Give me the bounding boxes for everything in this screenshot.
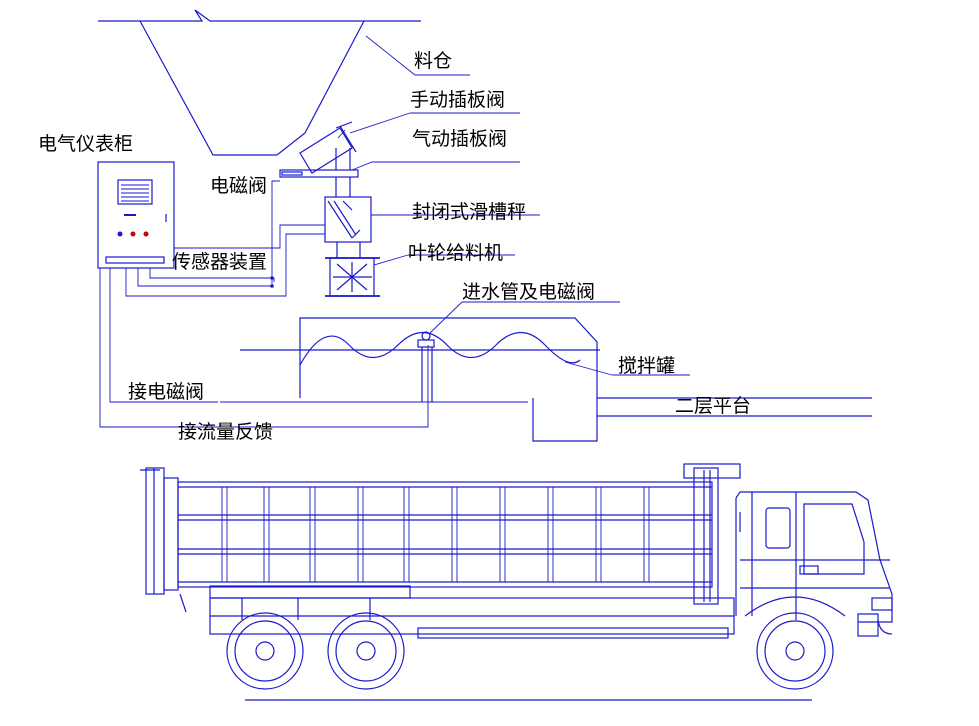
- signal-wires: [99, 180, 528, 428]
- label-electric-cabinet: 电气仪表柜: [38, 133, 133, 155]
- label-sensor: 传感器装置: [172, 251, 267, 273]
- second-floor-platform: [597, 397, 872, 417]
- label-manual-gate: 手动插板阀: [410, 89, 505, 111]
- label-chute-scale: 封闭式滑槽秤: [412, 201, 526, 223]
- label-leaders: [408, 74, 690, 376]
- closed-chute-scale: [324, 196, 412, 243]
- label-flow-feedback: 接流量反馈: [178, 421, 273, 443]
- manual-gate-valve: [299, 112, 411, 174]
- label-floor2: 二层平台: [675, 395, 751, 417]
- rotary-feeder: [325, 242, 409, 297]
- label-mixer-tank: 搅拌罐: [618, 355, 675, 377]
- label-solenoid: 电磁阀: [210, 175, 267, 197]
- electric-cabinet: [97, 161, 175, 269]
- water-pipe-valve: [417, 301, 463, 402]
- material-bin: [98, 9, 421, 156]
- label-bin: 料仓: [414, 50, 452, 72]
- pneumatic-gate-valve: [279, 148, 412, 197]
- truck-wheels: [226, 596, 846, 690]
- dump-truck: [140, 463, 893, 690]
- mixer-tank: [240, 317, 613, 442]
- label-water-pipe: 进水管及电磁阀: [462, 281, 595, 303]
- label-rotary-feeder: 叶轮给料机: [408, 242, 503, 264]
- label-pneumatic-gate: 气动插板阀: [412, 128, 507, 150]
- label-connect-solenoid: 接电磁阀: [128, 381, 204, 403]
